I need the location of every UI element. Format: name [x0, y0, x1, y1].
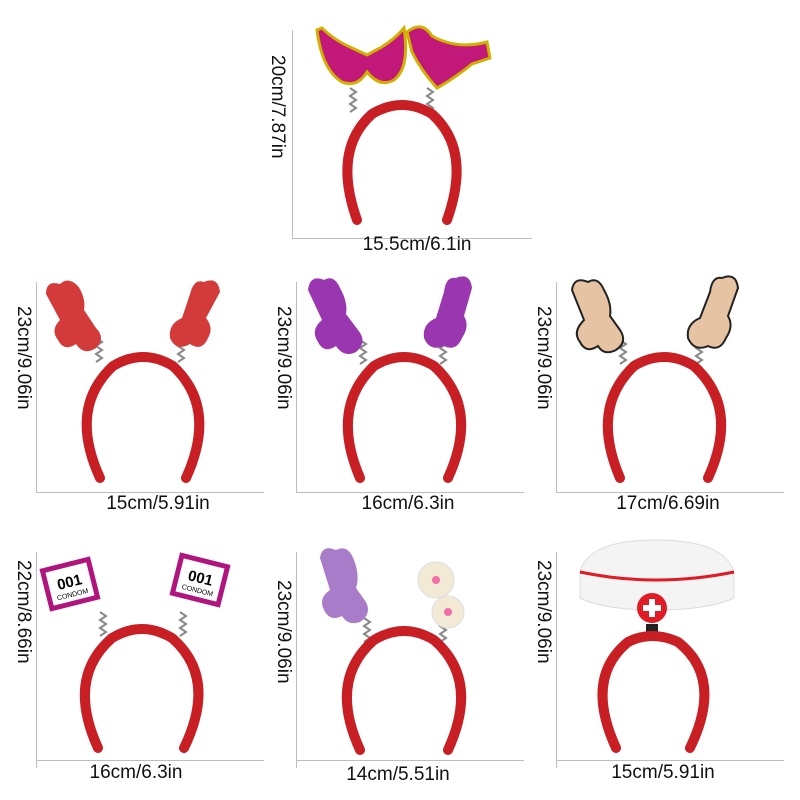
headband: [597, 631, 710, 753]
nurse-hat-icon: [579, 539, 735, 623]
height-axis: [292, 30, 293, 238]
headband: [602, 352, 727, 483]
bra-icon: [315, 24, 408, 86]
width-label: 16cm/6.3in: [89, 762, 183, 783]
product-purple-glitter: 23cm/9.06in 16cm/6.3in: [268, 268, 530, 518]
product-lilac-boobs: 23cm/9.06in 14cm/5.51in: [268, 538, 530, 788]
width-label: 15cm/5.91in: [106, 493, 210, 514]
height-axis: [36, 282, 37, 492]
height-axis: [296, 282, 297, 492]
width-axis: [36, 760, 264, 761]
width-label: 15cm/5.91in: [611, 762, 715, 783]
width-axis: [556, 760, 784, 761]
penis-icon: [570, 279, 625, 354]
spring-icon: [348, 87, 435, 113]
lilac-boobs-headband-image: [320, 548, 467, 755]
spring-icon: [98, 611, 188, 637]
height-axis: [556, 282, 557, 492]
penis-icon: [423, 276, 472, 348]
headband: [342, 100, 462, 225]
penis-icon: [308, 278, 363, 354]
width-axis: [556, 492, 784, 493]
product-red-glitter: 23cm/9.06in 15cm/5.91in: [8, 268, 270, 518]
breast-icon: [417, 561, 465, 629]
headband: [342, 352, 467, 483]
product-nurse-hat: 23cm/9.06in 15cm/5.91in: [528, 538, 790, 788]
product-bikini: 20cm/7.87in 15.5cm/6.1in: [262, 10, 542, 260]
red-glitter-headband-image: [46, 280, 220, 483]
penis-icon: [320, 548, 368, 624]
width-axis: [296, 760, 524, 761]
condom-sign-headband-image: 001 CONDOM 001 CONDOM: [39, 552, 231, 753]
penis-icon: [686, 275, 740, 349]
width-axis: [36, 492, 264, 493]
bikini-bottom-icon: [405, 25, 492, 90]
penis-icon: [169, 280, 220, 347]
headband: [81, 352, 205, 483]
width-axis: [296, 492, 524, 493]
svg-text:001: 001: [55, 571, 83, 594]
headband: [341, 626, 467, 755]
penis-icon: [46, 280, 101, 352]
width-label: 17cm/6.69in: [616, 493, 720, 514]
height-axis: [296, 552, 297, 768]
clip: [646, 624, 658, 632]
beige-glitter-headband-image: [570, 275, 740, 483]
width-label: 14cm/5.51in: [346, 764, 450, 785]
purple-glitter-headband-image: [308, 276, 472, 483]
width-axis: [292, 238, 532, 239]
width-label: 16cm/6.3in: [361, 493, 455, 514]
condom-sign-icon: 001 CONDOM: [169, 552, 231, 608]
headband: [79, 624, 204, 753]
width-label: 15.5cm/6.1in: [362, 234, 472, 255]
nurse-hat-headband-image: [579, 539, 735, 753]
height-axis: [36, 552, 37, 768]
product-condom-sign: 22cm/8.66in 16cm/6.3in 001 CONDOM 001 CO…: [8, 538, 270, 788]
height-axis: [556, 552, 557, 768]
condom-sign-icon: 001 CONDOM: [39, 556, 101, 612]
product-beige-glitter: 23cm/9.06in 17cm/6.69in: [528, 268, 790, 518]
svg-text:001: 001: [186, 567, 214, 590]
bikini-headband-image: [315, 24, 492, 225]
